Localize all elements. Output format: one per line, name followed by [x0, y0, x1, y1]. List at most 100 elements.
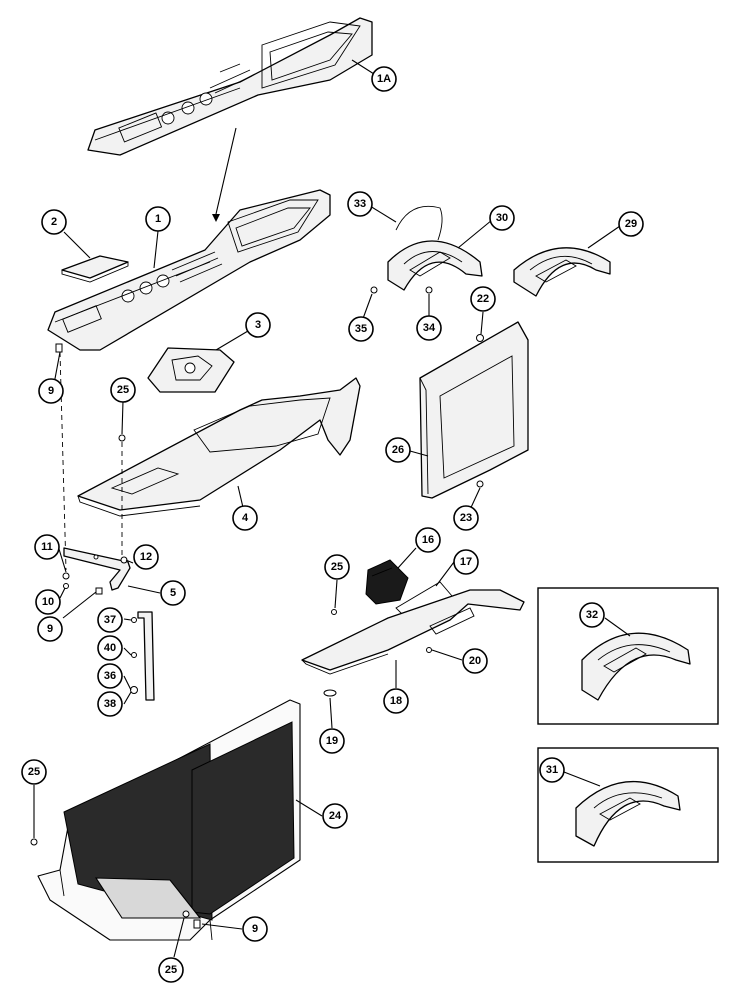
- part-33-tube: [395, 205, 443, 241]
- callout-34: 34: [416, 315, 442, 341]
- part-25-screw-mid: [331, 609, 337, 615]
- callout-30: 30: [489, 205, 515, 231]
- svg-text:29: 29: [625, 218, 637, 230]
- callout-36: 36: [97, 663, 123, 689]
- part-38-grommet: [130, 686, 138, 694]
- callout-18: 18: [383, 688, 409, 714]
- part-16-switch: [365, 559, 409, 605]
- callout-26: 26: [385, 437, 411, 463]
- part-23-fastener: [476, 480, 484, 488]
- part-3-boot: [147, 347, 235, 393]
- callout-38: 38: [97, 691, 123, 717]
- svg-text:9: 9: [48, 385, 54, 397]
- callout-23: 23: [453, 505, 479, 531]
- part-1a-console-upper: [87, 17, 373, 156]
- leader-lines: [33, 59, 631, 958]
- svg-text:11: 11: [41, 541, 53, 553]
- callout-35: 35: [348, 316, 374, 342]
- part-25-screw-top: [118, 434, 126, 442]
- svg-text:20: 20: [469, 655, 481, 667]
- part-35-screw: [370, 286, 378, 294]
- svg-text:16: 16: [422, 534, 434, 546]
- callout-22: 22: [470, 286, 496, 312]
- callout-33: 33: [347, 191, 373, 217]
- callout-25-mid: 25: [324, 554, 350, 580]
- part-32-shift-plate: [581, 632, 691, 701]
- callout-29: 29: [618, 211, 644, 237]
- svg-text:12: 12: [140, 551, 152, 563]
- assembly-arrow: [212, 127, 237, 222]
- svg-text:25: 25: [117, 384, 129, 396]
- svg-text:23: 23: [460, 512, 472, 524]
- callout-9-mid: 9: [37, 616, 63, 642]
- svg-text:3: 3: [255, 319, 261, 331]
- part-2-cover: [61, 255, 129, 283]
- callout-9-bottom: 9: [242, 916, 268, 942]
- callout-37: 37: [97, 607, 123, 633]
- callout-11: 11: [34, 534, 60, 560]
- part-24-insulation-panel: [37, 699, 301, 941]
- callout-25-left: 25: [21, 759, 47, 785]
- callout-1: 1: [145, 206, 171, 232]
- callout-25-top: 25: [110, 377, 136, 403]
- part-1-console: [47, 189, 331, 351]
- callout-5: 5: [160, 580, 186, 606]
- part-9-clip-top: [55, 343, 63, 353]
- part-5-bracket: [63, 547, 131, 591]
- inset-box-31: [537, 747, 719, 863]
- svg-text:2: 2: [51, 216, 57, 228]
- callout-2: 2: [41, 209, 67, 235]
- part-20-screw: [426, 647, 432, 653]
- callout-32: 32: [579, 602, 605, 628]
- svg-text:31: 31: [546, 764, 558, 776]
- part-34-screw: [425, 286, 433, 294]
- part-25-screw-bottom-left: [30, 838, 38, 846]
- callout-3: 3: [245, 312, 271, 338]
- part-9-clip-mid: [95, 587, 103, 595]
- svg-text:9: 9: [252, 923, 258, 935]
- part-29-shift-plate: [513, 247, 611, 297]
- part-36-strap: [137, 611, 155, 701]
- svg-text:37: 37: [104, 614, 116, 626]
- svg-text:5: 5: [170, 587, 176, 599]
- part-40-screw: [131, 652, 137, 658]
- svg-text:40: 40: [104, 642, 116, 654]
- callout-12: 12: [133, 544, 159, 570]
- svg-text:26: 26: [392, 444, 404, 456]
- svg-text:35: 35: [355, 323, 367, 335]
- svg-text:10: 10: [42, 596, 54, 608]
- part-31-shift-plate: [575, 780, 681, 847]
- callouts: 1A 1 2 3 9 25 4 33 30 29 35 34 22 26 23 …: [21, 66, 644, 983]
- svg-text:36: 36: [104, 670, 116, 682]
- svg-text:17: 17: [460, 556, 472, 568]
- callout-10: 10: [35, 589, 61, 615]
- callout-20: 20: [462, 648, 488, 674]
- part-10-washer: [63, 583, 69, 589]
- svg-text:32: 32: [586, 609, 598, 621]
- callout-16: 16: [415, 527, 441, 553]
- svg-text:1: 1: [155, 213, 161, 225]
- svg-text:34: 34: [423, 322, 436, 334]
- svg-text:33: 33: [354, 198, 366, 210]
- svg-text:38: 38: [104, 698, 116, 710]
- part-25-screw-bottom: [182, 910, 190, 918]
- svg-text:18: 18: [390, 695, 402, 707]
- callout-25-bottom: 25: [158, 957, 184, 983]
- callout-24: 24: [322, 803, 348, 829]
- svg-text:9: 9: [47, 623, 53, 635]
- svg-text:4: 4: [242, 512, 249, 524]
- part-19-washer: [323, 689, 337, 697]
- callout-31: 31: [539, 757, 565, 783]
- svg-text:1A: 1A: [377, 73, 391, 85]
- part-4-panel: [77, 377, 361, 517]
- svg-text:25: 25: [331, 561, 343, 573]
- svg-text:19: 19: [326, 735, 338, 747]
- callout-1a: 1A: [371, 66, 397, 92]
- callout-4: 4: [232, 505, 258, 531]
- part-26-side-panel: [419, 321, 529, 499]
- callout-17: 17: [453, 549, 479, 575]
- svg-text:30: 30: [496, 212, 508, 224]
- svg-text:24: 24: [329, 810, 342, 822]
- part-11-nut: [62, 572, 70, 580]
- callout-19: 19: [319, 728, 345, 754]
